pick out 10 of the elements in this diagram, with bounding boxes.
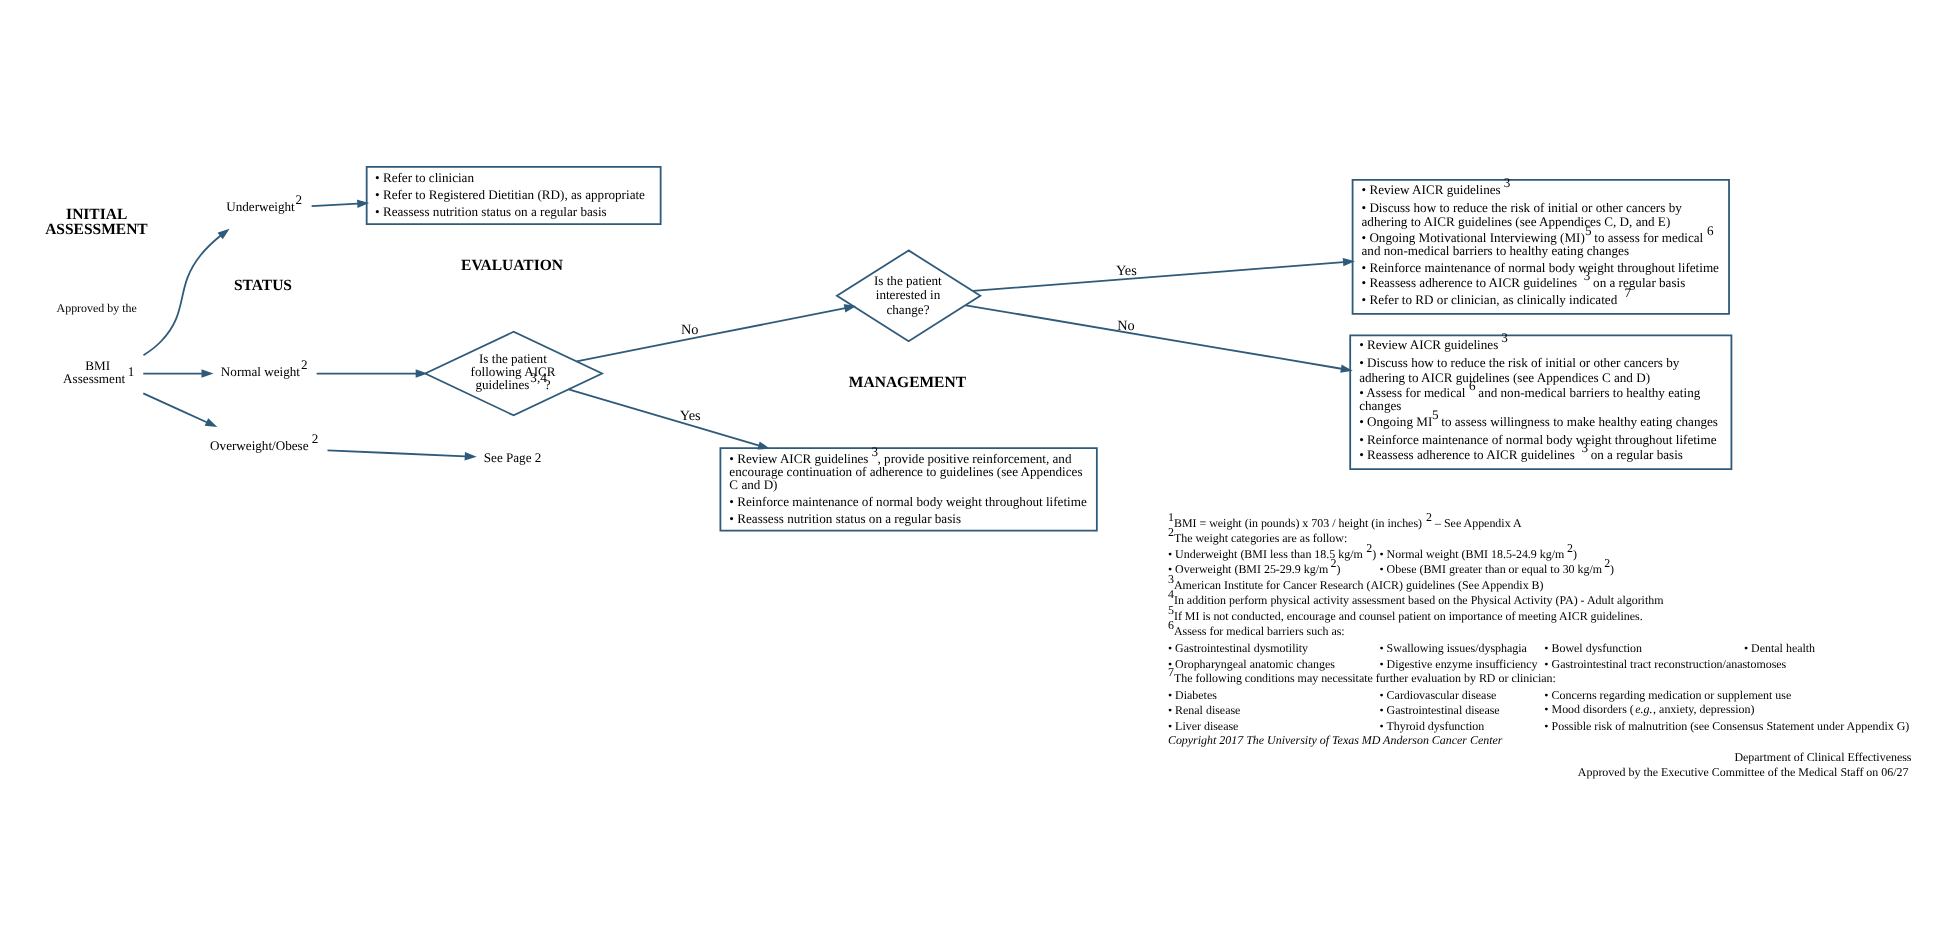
arrow — [972, 257, 1355, 292]
arrow — [315, 369, 428, 378]
arrow — [310, 199, 370, 208]
arrow — [567, 388, 770, 450]
arrow — [326, 449, 477, 461]
arrow — [575, 304, 857, 363]
arrow — [142, 392, 218, 427]
arrow — [142, 369, 214, 378]
arrow — [964, 304, 1353, 373]
arrow — [142, 228, 230, 357]
